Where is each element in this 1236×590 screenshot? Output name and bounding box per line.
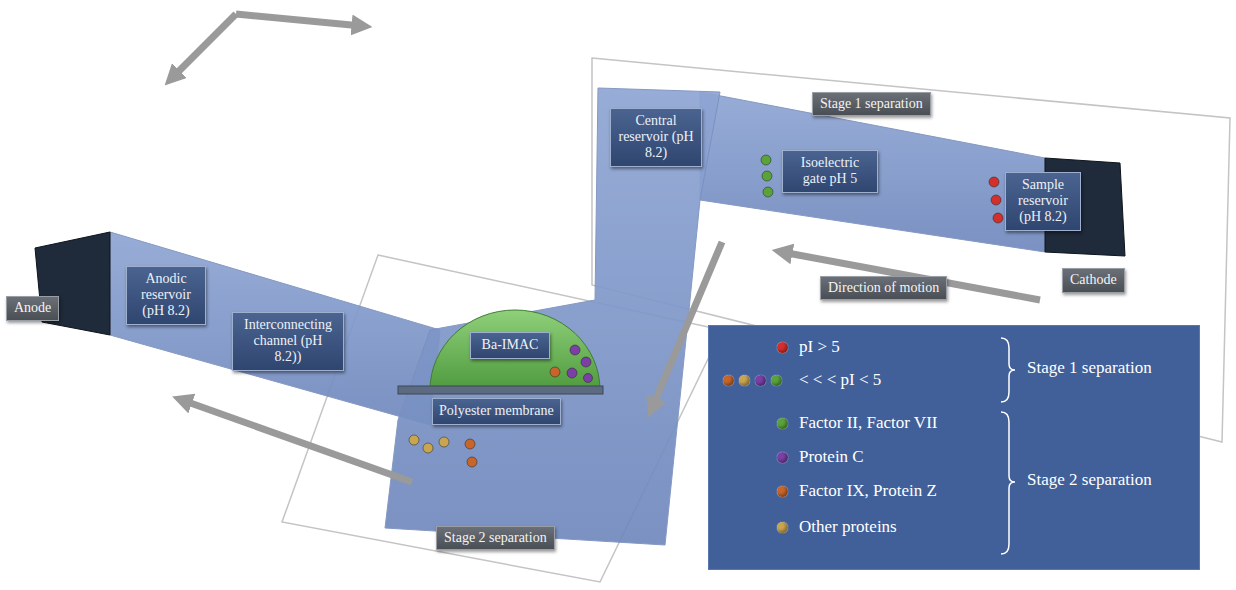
- legend-swatch: [777, 522, 788, 533]
- legend-text: Factor II, Factor VII: [799, 413, 937, 433]
- stage-tag: Stage 1 separation: [812, 92, 931, 116]
- direction-tag: Direction of motion: [820, 276, 947, 300]
- legend-row: Protein C: [709, 446, 999, 470]
- channel-box: Interconnecting channel (pH 8.2)): [232, 312, 344, 371]
- legend-swatch: [777, 418, 788, 429]
- electrode-tag: Cathode: [1062, 268, 1125, 293]
- node-text: Isoelectric gate pH 5: [789, 155, 871, 187]
- node-text: Polyester membrane: [439, 403, 554, 419]
- legend-swatch: [777, 452, 788, 463]
- legend-group-label: Stage 2 separation: [1027, 470, 1152, 490]
- legend-row: pI > 5: [709, 336, 999, 360]
- node-text: Cathode: [1070, 272, 1117, 288]
- legend-row: < < < pI < 5: [709, 369, 999, 393]
- legend-row: Other proteins: [709, 516, 999, 540]
- legend-group-label: Stage 1 separation: [1027, 358, 1152, 378]
- gate-box: Isoelectric gate pH 5: [782, 150, 878, 193]
- column-box: Ba-IMAC: [470, 332, 550, 359]
- node-text: Central reservoir (pH 8.2): [617, 113, 695, 161]
- reservoir-box: Sample reservoir (pH 8.2): [1005, 172, 1081, 231]
- particles: [409, 155, 1003, 467]
- node-text: Anodic reservoir (pH 8.2): [133, 271, 199, 319]
- node-text: Interconnecting channel (pH 8.2)): [239, 317, 337, 365]
- electrode-tag: Anode: [6, 296, 59, 321]
- legend-text: Protein C: [799, 447, 864, 467]
- legend-swatch: [777, 342, 788, 353]
- node-text: Anode: [14, 300, 51, 316]
- reservoir-box: Central reservoir (pH 8.2): [610, 108, 702, 167]
- legend-text: pI > 5: [799, 337, 840, 357]
- legend-swatch: [777, 486, 788, 497]
- legend-text: Factor IX, Protein Z: [799, 481, 937, 501]
- legend-text: < < < pI < 5: [799, 370, 881, 390]
- right-channel: [700, 92, 1045, 252]
- legend-row: Factor II, Factor VII: [709, 412, 999, 436]
- legend-sample-dots: [771, 375, 782, 386]
- legend-sample-dots: [739, 375, 750, 386]
- stage-tag: Stage 2 separation: [436, 526, 555, 550]
- ba-imac-dome: [430, 310, 600, 390]
- legend-text: Other proteins: [799, 517, 897, 537]
- membrane-bar: [398, 386, 603, 394]
- node-text: Sample reservoir (pH 8.2): [1012, 177, 1074, 225]
- legend-row: Factor IX, Protein Z: [709, 480, 999, 504]
- legend-sample-dots: [755, 375, 766, 386]
- left-channel: [110, 232, 440, 425]
- legend-panel: Stage 1 separationStage 2 separation pI >…: [708, 325, 1200, 570]
- membrane-box: Polyester membrane: [432, 398, 561, 425]
- legend-sample-dots: [723, 375, 734, 386]
- central-chamber: [385, 88, 720, 545]
- node-text: Ba-IMAC: [477, 337, 543, 353]
- reservoir-box: Anodic reservoir (pH 8.2): [126, 266, 206, 325]
